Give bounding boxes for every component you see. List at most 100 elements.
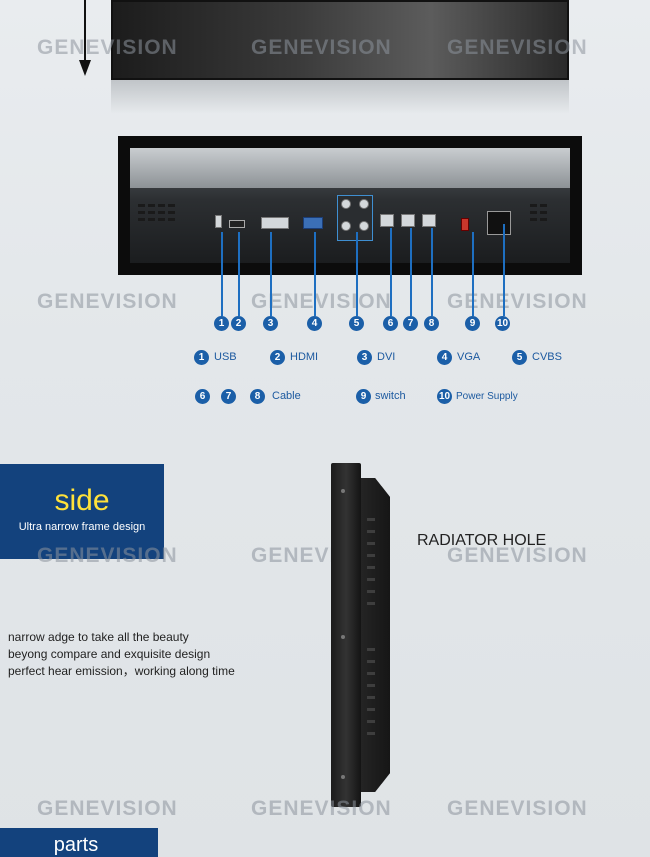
watermark: GENEVISION — [447, 797, 588, 820]
description-line: beyong compare and exquisite design — [8, 647, 211, 661]
hdmi-port — [229, 220, 245, 228]
dvi-port — [261, 217, 289, 229]
watermark: GENEVISION — [447, 290, 588, 313]
callout-line — [503, 224, 505, 316]
vent — [168, 211, 175, 214]
parts-title-box: parts — [0, 828, 158, 857]
watermark: GENEVISION — [251, 797, 392, 820]
power-socket — [487, 211, 511, 235]
legend-dvi: DVI — [377, 351, 396, 363]
port-badge-4: 4 — [307, 316, 322, 331]
vent — [158, 218, 165, 221]
legend-badge: 4 — [437, 350, 452, 365]
panel-top-strip — [130, 148, 570, 188]
vent — [540, 218, 547, 221]
watermark: GENEVISION — [447, 544, 588, 567]
description-line: perfect hear emission，working along time — [8, 664, 235, 678]
vent — [138, 218, 145, 221]
vent — [148, 204, 155, 207]
side-description: narrow adge to take all the beauty beyon… — [8, 629, 235, 680]
screw-icon — [341, 775, 345, 779]
legend-badge: 2 — [270, 350, 285, 365]
callout-line — [472, 232, 474, 316]
port-badge-10: 10 — [495, 316, 510, 331]
callout-line — [270, 232, 272, 316]
vent — [530, 211, 537, 214]
down-arrow-icon — [79, 60, 91, 76]
cvbs-connector — [359, 221, 369, 231]
watermark: GENEVISION — [447, 36, 588, 59]
vent — [540, 211, 547, 214]
port-badge-3: 3 — [263, 316, 278, 331]
monitor-back-casing — [357, 478, 390, 792]
monitor-reflection — [111, 80, 569, 114]
port-badge-7: 7 — [403, 316, 418, 331]
legend-badge: 7 — [221, 389, 236, 404]
legend-usb: USB — [214, 351, 237, 363]
rj45-port — [401, 214, 415, 227]
radiator-hole — [367, 684, 375, 687]
watermark: GENEVISION — [37, 290, 178, 313]
callout-line — [356, 232, 358, 316]
callout-line — [238, 232, 240, 316]
watermark: GENEVISION — [251, 290, 392, 313]
legend-cable: Cable — [272, 390, 301, 402]
side-subtitle: Ultra narrow frame design — [18, 521, 146, 533]
port-badge-8: 8 — [424, 316, 439, 331]
radiator-hole — [367, 518, 375, 521]
rj45-port — [380, 214, 394, 227]
legend-badge: 10 — [437, 389, 452, 404]
parts-title: parts — [53, 834, 99, 856]
vent — [148, 218, 155, 221]
cvbs-connector — [359, 199, 369, 209]
watermark: GENEVISION — [251, 36, 392, 59]
vent — [168, 204, 175, 207]
legend-badge: 5 — [512, 350, 527, 365]
cvbs-connector — [341, 221, 351, 231]
radiator-hole — [367, 720, 375, 723]
vent — [168, 218, 175, 221]
callout-line — [221, 232, 223, 316]
watermark: GENEVISION — [37, 797, 178, 820]
legend-hdmi: HDMI — [290, 351, 319, 363]
legend-badge: 9 — [356, 389, 371, 404]
rear-panel-body — [130, 148, 570, 263]
side-title-box: side Ultra narrow frame design — [0, 464, 164, 559]
port-badge-9: 9 — [465, 316, 480, 331]
port-badge-1: 1 — [214, 316, 229, 331]
radiator-hole — [367, 590, 375, 593]
radiator-hole — [367, 708, 375, 711]
port-badge-2: 2 — [231, 316, 246, 331]
callout-line — [390, 228, 392, 316]
rear-panel-photo — [118, 136, 582, 275]
radiator-hole — [367, 660, 375, 663]
port-badge-5: 5 — [349, 316, 364, 331]
callout-line — [410, 228, 412, 316]
vent — [138, 204, 145, 207]
radiator-hole — [367, 578, 375, 581]
rj45-port — [422, 214, 436, 227]
watermark: GENEVISION — [37, 544, 178, 567]
vent — [530, 218, 537, 221]
radiator-hole — [367, 732, 375, 735]
callout-line — [431, 228, 433, 316]
legend-badge: 6 — [195, 389, 210, 404]
watermark: GENEVISION — [37, 36, 178, 59]
radiator-hole — [367, 530, 375, 533]
legend-badge: 8 — [250, 389, 265, 404]
vent — [158, 204, 165, 207]
radiator-hole — [367, 696, 375, 699]
radiator-hole — [367, 602, 375, 605]
legend-power-supply: Power Supply — [456, 391, 518, 402]
description-line: narrow adge to take all the beauty — [8, 630, 189, 644]
radiator-hole-label: RADIATOR HOLE — [417, 532, 547, 549]
radiator-hole — [367, 566, 375, 569]
usb-port — [215, 215, 222, 228]
down-arrow-line — [84, 0, 86, 66]
vent — [158, 211, 165, 214]
radiator-hole — [367, 648, 375, 651]
radiator-hole — [367, 554, 375, 557]
vent — [530, 204, 537, 207]
radiator-hole — [367, 542, 375, 545]
monitor-side-profile — [331, 463, 361, 807]
